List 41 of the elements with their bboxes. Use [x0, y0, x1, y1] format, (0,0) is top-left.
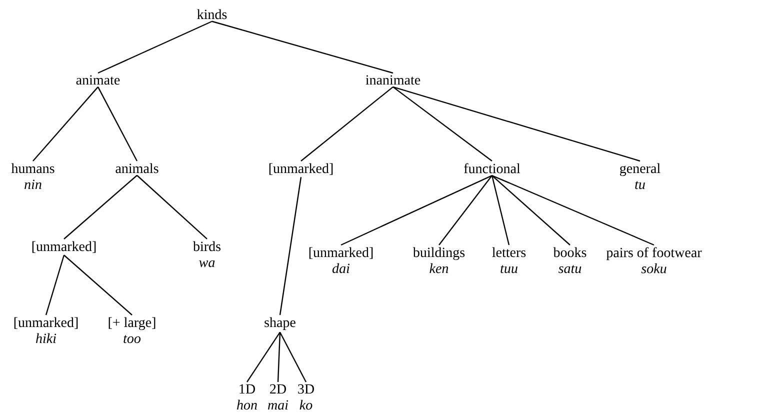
tree-label-with-classifier: 1D hon — [237, 384, 257, 410]
tree-branch — [492, 174, 654, 246]
tree-branch — [392, 86, 640, 162]
tree-branch — [277, 332, 281, 382]
tree-branch — [438, 175, 492, 246]
tree-label-with-classifier: books satu — [553, 247, 586, 274]
tree-label-with-classifier: [+ large] too — [108, 317, 156, 344]
tree-branch — [246, 332, 280, 382]
tree-label: inanimate — [366, 75, 420, 85]
tree-branch — [212, 20, 394, 74]
tree-branch — [279, 177, 302, 316]
tree-branch — [64, 254, 132, 316]
tree-branch — [64, 174, 138, 240]
tree-branch — [300, 86, 394, 162]
tree-label-with-classifier: 3D ko — [298, 384, 314, 410]
tree-label-with-classifier: buildings ken — [412, 247, 465, 274]
tree-branch — [97, 86, 138, 162]
tree-label: [unmarked] — [32, 241, 96, 253]
tree-label-with-classifier: general tu — [620, 163, 660, 190]
tree-label-with-classifier: birds wa — [193, 241, 220, 268]
tree-label-with-classifier: humans nin — [11, 163, 54, 189]
tree-label: shape — [264, 317, 296, 330]
tree-label-with-classifier: 2D mai — [268, 384, 288, 410]
tree-branch — [45, 254, 65, 316]
tree-branch — [340, 174, 492, 246]
tree-label-with-classifier: [unmarked] dai — [309, 247, 373, 274]
tree-label: [unmarked] — [269, 163, 333, 175]
tree-label-with-classifier: pairs of footwear soku — [606, 247, 702, 274]
tree-branch — [392, 86, 492, 162]
tree-label: animals — [116, 163, 158, 174]
tree-label-with-classifier: letters tuu — [492, 247, 526, 274]
tree-branch — [279, 332, 307, 382]
tree-branch — [136, 174, 208, 240]
tree-label: functional — [464, 163, 520, 174]
tree-label: animate — [76, 75, 120, 85]
tree-label-with-classifier: [unmarked] hiki — [14, 317, 78, 343]
tree-label: kinds — [197, 9, 227, 20]
tree-branch — [98, 20, 212, 74]
tree-branch — [492, 175, 570, 246]
tree-branch — [32, 86, 98, 162]
tree-branch — [491, 175, 510, 246]
